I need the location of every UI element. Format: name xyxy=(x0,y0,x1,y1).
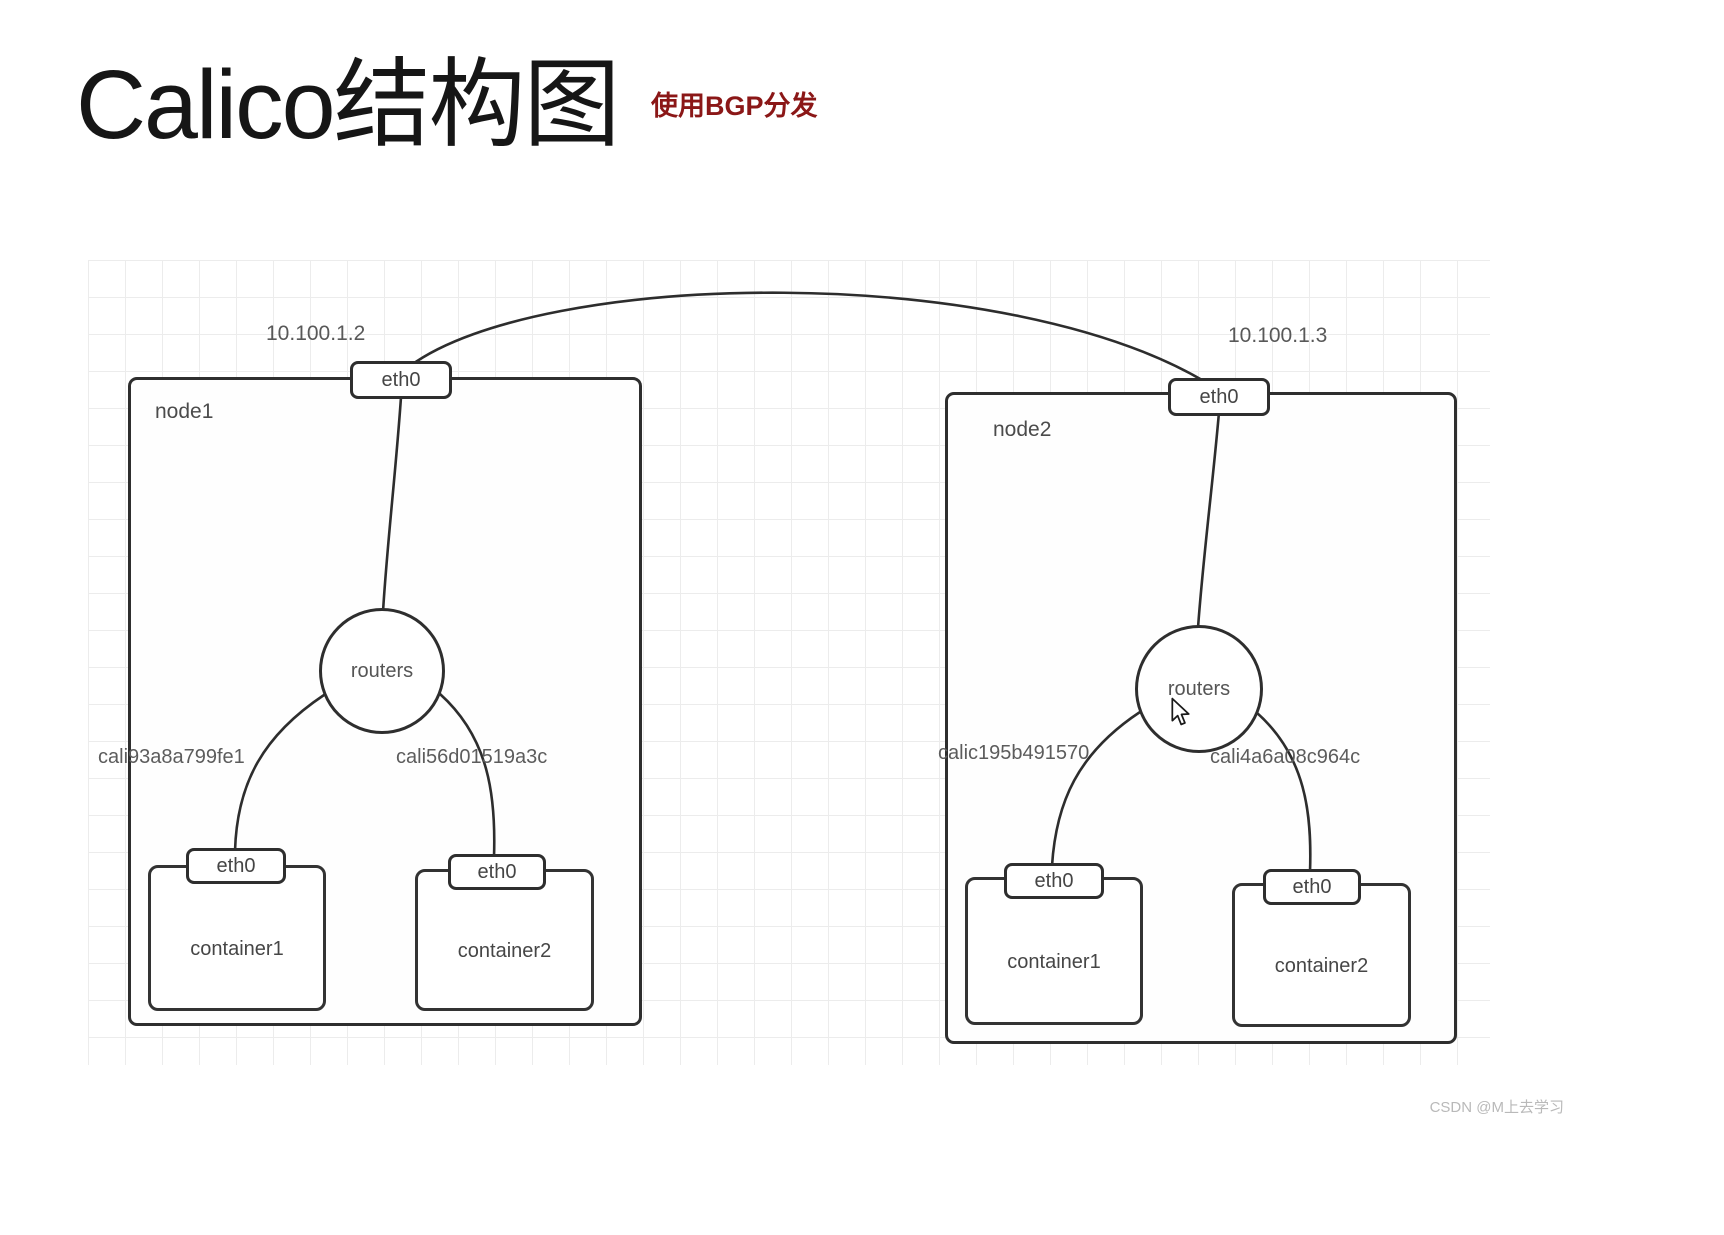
node1-eth0-chip: eth0 xyxy=(350,361,452,399)
node2-container2-eth0-chip: eth0 xyxy=(1263,869,1361,905)
node2-eth0-chip: eth0 xyxy=(1168,378,1270,416)
node2-ip-label: 10.100.1.3 xyxy=(1228,324,1328,347)
node2-left-if-label: calic195b491570 xyxy=(938,742,1090,764)
node2-label: node2 xyxy=(993,418,1052,441)
page-title: Calico结构图 xyxy=(76,50,621,159)
node2-right-if-label: cali4a6a08c964c xyxy=(1210,746,1361,768)
node1-left-if-label: cali93a8a799fe1 xyxy=(98,746,245,768)
node1-label: node1 xyxy=(155,400,214,423)
node1-right-if-label: cali56d01519a3c xyxy=(396,746,548,768)
node2-container1-eth0-chip: eth0 xyxy=(1004,863,1104,899)
node1-container2-box: container2 xyxy=(415,869,594,1011)
node1-container1-box: container1 xyxy=(148,865,326,1011)
node2-routers-circle: routers xyxy=(1135,625,1263,753)
watermark: CSDN @M上去学习 xyxy=(1429,1099,1564,1116)
node2-container1-box: container1 xyxy=(965,877,1143,1025)
node1-routers-circle: routers xyxy=(319,608,445,734)
bgp-annotation: 使用BGP分发 xyxy=(651,91,818,121)
node1-container1-eth0-chip: eth0 xyxy=(186,848,286,884)
mouse-cursor-icon xyxy=(1168,697,1194,732)
node1-ip-label: 10.100.1.2 xyxy=(266,322,366,345)
node1-container2-eth0-chip: eth0 xyxy=(448,854,546,890)
